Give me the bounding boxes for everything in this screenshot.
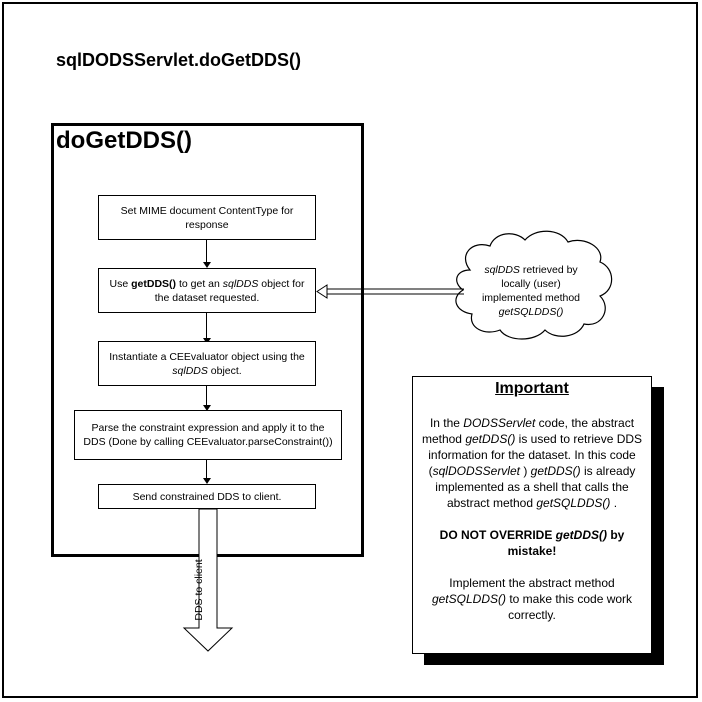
note-p1-i: is already implemented as a shell that c… [435,464,636,510]
connector-2 [206,313,207,340]
connector-1 [206,240,207,263]
arrowhead-4 [203,478,211,484]
note-p1-f: sqlDODSServlet [432,464,520,478]
note-paragraph-3: Implement the abstract method getSQLDDS(… [421,575,643,623]
note-p3-b: getSQLDDS() [431,592,506,606]
cloud-line-2: locally (user) [501,278,561,290]
note-gap-2 [421,559,643,575]
cloud-italic-1: sqlDDS [484,264,520,276]
note-p1-h: getDDS() [530,464,581,478]
step-set-content-type: Set MIME document ContentType for respon… [98,195,316,240]
note-warning-c: by mistake! [507,528,625,558]
step-parse-constraint: Parse the constraint expression and appl… [74,410,342,460]
page-title: sqlDODSServlet.doGetDDS() [56,50,302,70]
cloud-line-4: getSQLDDS() [470,305,592,319]
step-2-pre: Use [109,277,132,290]
cloud-line-3: implemented method [481,292,581,304]
step-1-line-2: response [185,218,229,231]
note-warning: DO NOT OVERRIDE getDDS() by mistake! [421,527,643,559]
note-p1-k: . [610,496,618,510]
note-warning-b: getDDS() [555,528,607,542]
note-p1-a: In the [429,416,464,430]
note-title: Important [495,380,569,397]
note-p1-b: DODSServlet [463,416,536,430]
important-note: Important In the DODSServlet code, the a… [412,376,652,654]
note-p1-j: getSQLDDS() [536,496,611,510]
step-2-mid: to get an [176,277,223,290]
connector-3 [206,386,207,408]
note-p1-g: ) [519,464,531,478]
cloud-text-1: retrieved by [519,264,578,276]
step-4-line-1: Parse the constraint expression and appl… [91,422,325,434]
note-p3-a: Implement the abstract method [449,576,615,590]
panel-title: doGetDDS() [56,127,192,154]
note-warning-a: DO NOT OVERRIDE [439,528,556,542]
step-2-line-1: Use getDDS() to get an sqlDDS object for [110,277,305,291]
note-p1-d: getDDS() [465,432,516,446]
arrowhead-1 [203,262,211,268]
step-send-dds: Send constrained DDS to client. [98,484,316,509]
step-4-line-2: DDS (Done by calling CEEvaluator.parseCo… [83,436,333,448]
note-p1-e: is used to retrieve DDS information for … [428,432,643,478]
connector-4 [206,460,207,480]
step-3-post: object. [207,364,242,377]
cloud-line-1: sqlDDS retrieved by [470,263,592,277]
step-2-italic: sqlDDS [222,277,259,290]
step-3-line-1: Instantiate a CEEvaluator object using t… [109,350,305,363]
step-2-bold: getDDS() [131,277,177,290]
note-paragraph-1: In the DODSServlet code, the abstract me… [421,415,643,511]
note-p3-c: to make this code work correctly. [505,592,633,622]
step-5-line-1: Send constrained DDS to client. [132,490,282,503]
arrowhead-3 [203,405,211,411]
step-3-italic: sqlDDS [172,364,208,377]
cloud-text: sqlDDS retrieved by locally (user) imple… [470,263,592,319]
note-p1-c: code, the abstract method [421,416,635,446]
step-3-line-2: sqlDDS object. [172,364,241,378]
cloud-italic-2: getSQLDDS() [498,306,564,318]
step-instantiate-ceevaluator: Instantiate a CEEvaluator object using t… [98,341,316,386]
step-get-dds: Use getDDS() to get an sqlDDS object for… [98,268,316,313]
step-2-post: object for [258,277,305,290]
step-1-line-1: Set MIME document ContentType for [120,204,294,217]
note-gap-1 [421,511,643,527]
output-arrow-label: DDS to client [193,559,205,621]
step-2-line-2: the dataset requested. [154,291,260,304]
